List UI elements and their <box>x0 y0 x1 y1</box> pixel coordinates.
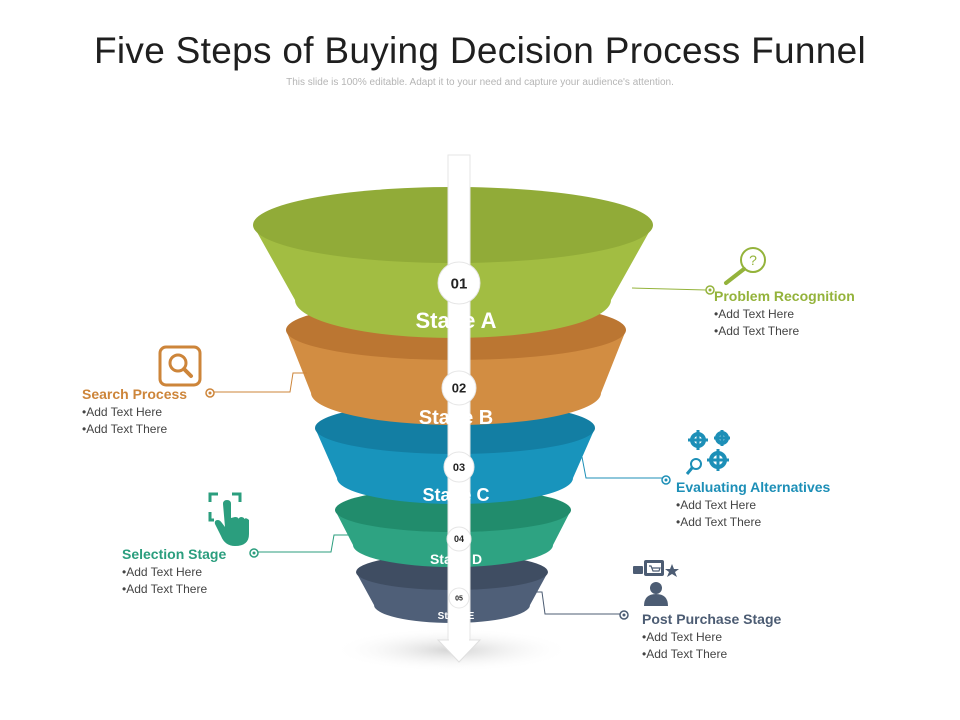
callout-search-process: Search Process Add Text Here Add Text Th… <box>82 386 187 436</box>
callout-line: Add Text Here <box>676 498 830 512</box>
stage-number: 03 <box>453 462 465 474</box>
stage-badge-2 <box>441 370 477 406</box>
connector-dot-center <box>708 288 712 292</box>
magnifier-question-icon: ? <box>720 245 772 292</box>
search-icon <box>157 345 203 392</box>
connector-dot-center <box>208 391 212 395</box>
callout-line: Add Text There <box>642 647 781 661</box>
connector-line-4 <box>258 534 350 553</box>
callout-line: Add Text Here <box>714 307 855 321</box>
page-subtitle: This slide is 100% editable. Adapt it to… <box>286 77 674 88</box>
connector-line-1 <box>631 287 707 291</box>
stage-number: 02 <box>452 381 466 396</box>
stage-badge-4 <box>446 526 472 552</box>
stage-label: Stage A <box>415 308 496 333</box>
callout-heading: Search Process <box>82 386 188 402</box>
connector-dot-center <box>252 551 256 555</box>
stage-label: Stage C <box>422 485 489 505</box>
connector-dot-center <box>664 478 668 482</box>
stage-badge-1 <box>437 261 481 305</box>
callout-heading: Evaluating Alternatives <box>676 479 831 495</box>
callout-line: Add Text There <box>122 582 226 596</box>
stage-label: Stage E <box>438 611 475 622</box>
stage-label: Stage D <box>430 551 482 567</box>
stage-number: 01 <box>451 275 468 292</box>
connector-line-2 <box>214 372 307 393</box>
connector-line-3 <box>581 456 662 479</box>
stage-number: 04 <box>454 534 464 544</box>
stage-number: 05 <box>455 596 463 603</box>
callout-line: Add Text There <box>676 515 830 529</box>
callout-line: Add Text There <box>714 324 855 338</box>
customer-review-icon <box>632 558 680 613</box>
callout-line: Add Text Here <box>82 405 187 419</box>
stage-label: Stage B <box>419 407 493 429</box>
touch-select-icon <box>206 490 254 553</box>
gears-icon <box>684 428 736 483</box>
page-title: Five Steps of Buying Decision Process Fu… <box>93 30 867 71</box>
callout-evaluating-alternatives: Evaluating Alternatives Add Text Here Ad… <box>676 479 830 529</box>
stage-badge-3 <box>443 451 475 483</box>
callout-heading: Post Purchase Stage <box>642 611 782 627</box>
connector-dot-center <box>622 613 626 617</box>
callout-heading: Selection Stage <box>122 546 227 562</box>
callout-line: Add Text Here <box>642 630 781 644</box>
callout-line: Add Text There <box>82 422 187 436</box>
svg-text:?: ? <box>749 252 757 268</box>
stage-badge-5 <box>448 587 470 609</box>
connector-line-5 <box>535 591 620 615</box>
callout-selection-stage: Selection Stage Add Text Here Add Text T… <box>122 546 226 596</box>
callout-problem-recognition: Problem Recognition Add Text Here Add Te… <box>714 288 855 338</box>
callout-line: Add Text Here <box>122 565 226 579</box>
callout-heading: Problem Recognition <box>714 288 855 304</box>
callout-post-purchase-stage: Post Purchase Stage Add Text Here Add Te… <box>642 611 781 661</box>
